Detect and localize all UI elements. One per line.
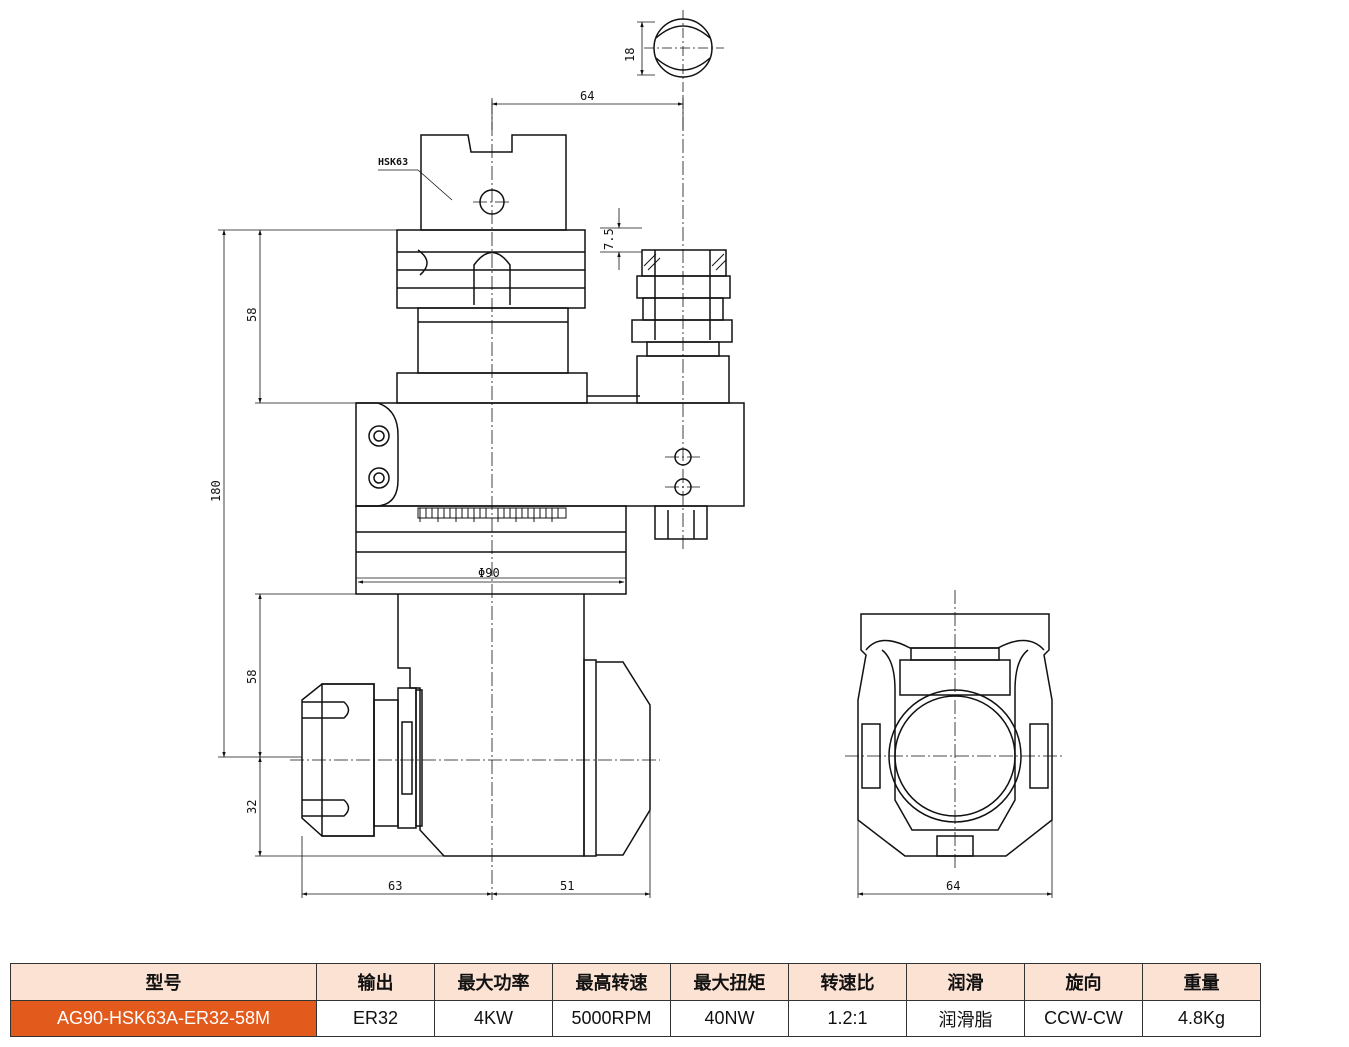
header-max-power: 最大功率 (434, 963, 553, 1001)
front-view (301, 134, 745, 857)
cell-rotation: CCW-CW (1024, 1000, 1143, 1037)
centerlines (290, 95, 700, 900)
dim-right-width: 51 (560, 879, 574, 893)
cell-output: ER32 (316, 1000, 435, 1037)
spec-table: 型号 输出 最大功率 最高转速 最大扭矩 转速比 润滑 旋向 重量 AG90-H… (10, 963, 1261, 1037)
dim-collet-offset: 32 (245, 800, 259, 814)
dim-lower-height: 58 (245, 670, 259, 684)
dimension-lines (218, 98, 684, 898)
spec-table-header-row: 型号 输出 最大功率 最高转速 最大扭矩 转速比 润滑 旋向 重量 (10, 963, 1261, 1001)
dim-flange-diameter: Φ90 (478, 566, 500, 580)
header-weight: 重量 (1142, 963, 1261, 1001)
dim-side-width: 64 (946, 879, 960, 893)
header-rotation: 旋向 (1024, 963, 1143, 1001)
spec-table-row: AG90-HSK63A-ER32-58M ER32 4KW 5000RPM 40… (10, 1000, 1261, 1037)
cell-max-power: 4KW (434, 1000, 553, 1037)
header-speed-ratio: 转速比 (788, 963, 907, 1001)
header-lubrication: 润滑 (906, 963, 1025, 1001)
cell-speed-ratio: 1.2:1 (788, 1000, 907, 1037)
dim-total-height: 180 (209, 480, 223, 502)
header-output: 输出 (316, 963, 435, 1001)
top-view-tolerance-label: 18 (623, 48, 637, 62)
dim-left-width: 63 (388, 879, 402, 893)
technical-drawing: 18 (209, 10, 1065, 900)
header-max-speed: 最高转速 (552, 963, 671, 1001)
side-view-dimension (857, 820, 1053, 898)
top-view (637, 10, 724, 92)
dim-top-width: 64 (580, 89, 594, 103)
header-model: 型号 (10, 963, 317, 1001)
cell-max-speed: 5000RPM (552, 1000, 671, 1037)
gear-scale-ticks (419, 508, 559, 522)
cell-model: AG90-HSK63A-ER32-58M (10, 1000, 317, 1037)
cell-weight: 4.8Kg (1142, 1000, 1261, 1037)
cell-max-torque: 40NW (670, 1000, 789, 1037)
header-max-torque: 最大扭矩 (670, 963, 789, 1001)
pull-stud-hatch (643, 253, 727, 271)
side-view-centerlines (845, 590, 1065, 870)
hsk-callout: HSK63 (378, 157, 408, 168)
dim-pull-stud-offset: 7.5 (602, 228, 616, 250)
dim-upper-height: 58 (245, 308, 259, 322)
cell-lubrication: 润滑脂 (906, 1000, 1025, 1037)
